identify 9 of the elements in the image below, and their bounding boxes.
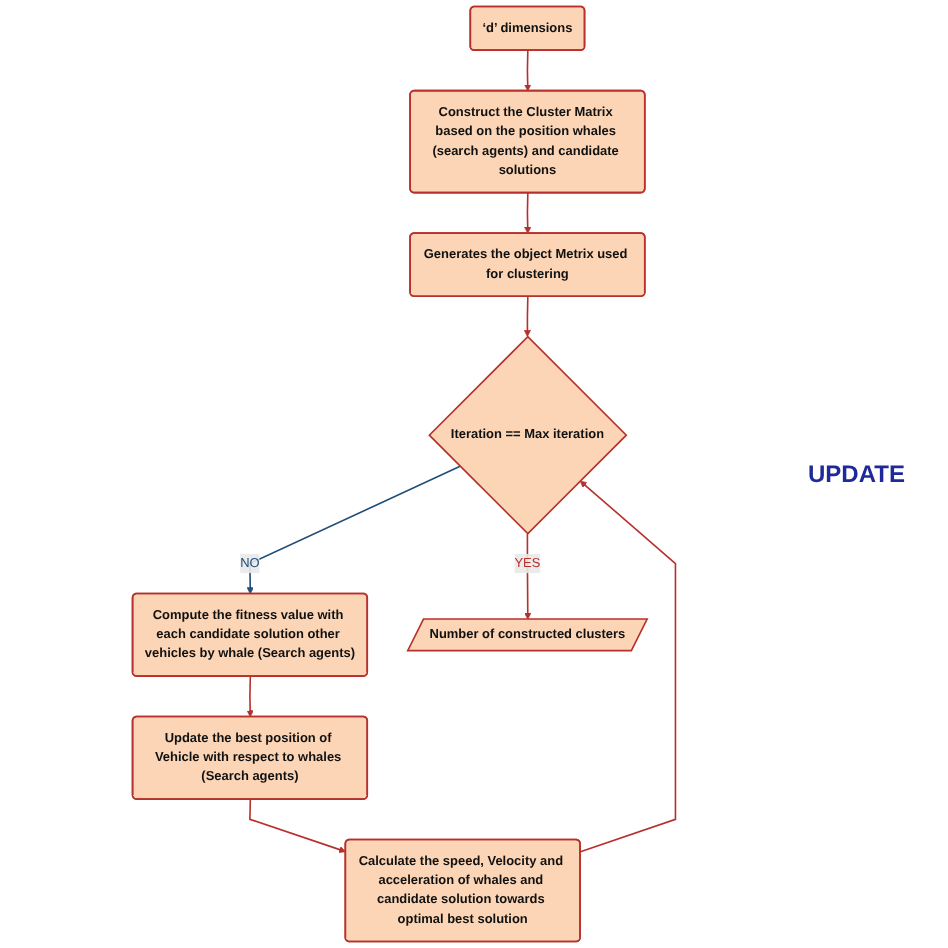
arrow — [246, 465, 461, 595]
arrow — [524, 192, 532, 234]
arrow — [524, 49, 532, 92]
arrow — [523, 295, 531, 337]
update-label: UPDATE — [808, 460, 907, 488]
arrow — [246, 675, 254, 718]
arrow — [524, 532, 532, 620]
arrow — [579, 480, 677, 853]
arrow — [249, 798, 347, 853]
